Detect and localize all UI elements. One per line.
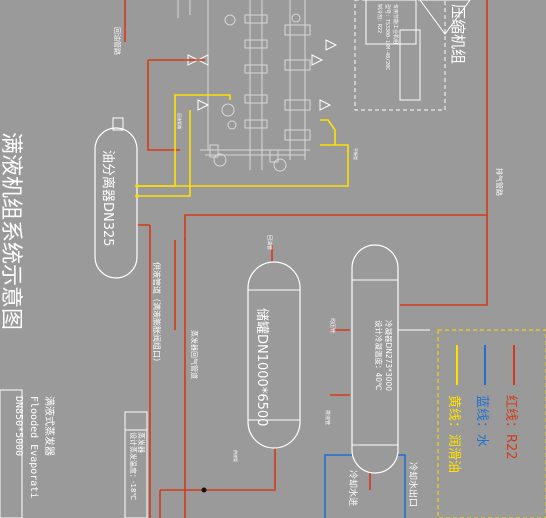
evaporator-box [124, 411, 148, 518]
compressor-frame [354, 0, 446, 111]
evaporator-box-label: 蒸发器 [137, 432, 146, 453]
compressor-label: 压缩机组 [449, 4, 467, 64]
pipe-label-liquid-supply: 供液管道（满液膨胀阀组口） [152, 262, 162, 366]
receiver: 储罐DN1000*6500 [247, 261, 301, 449]
legend-yellow-label: 黄线：润滑油 [446, 395, 461, 473]
legend: 红线：R22 蓝线：水 黄线：润滑油 [437, 329, 546, 518]
pipe-label-discharge: 排气管路 [495, 168, 504, 196]
oil-lines [137, 94, 349, 197]
pipe-label-cooling-out: 冷却水出口 [407, 462, 419, 507]
pipe-label-evap-return: 蒸发器回气管道 [190, 330, 199, 379]
refrigerant-lines [124, 0, 488, 518]
receiver-label: 储罐DN1000*6500 [254, 308, 269, 426]
legend-blue-label: 蓝线：水 [474, 395, 489, 447]
evaporator-name-en: Flooded Evaporati [28, 396, 39, 498]
oil-separator: 油分离器DN325 [94, 117, 138, 279]
diagram-title: 满液机组系统示意图 [0, 132, 23, 330]
pipe-label-small-a: 回油管路 [177, 113, 183, 129]
compressor-nameplate [365, 0, 417, 45]
evaporator-name-cn: 满液式蒸发器 [43, 396, 56, 456]
receiver-vessel [247, 261, 301, 449]
condenser-label: 冷凝器DN273*3000 [384, 320, 394, 391]
condenser-temp: 设计冷凝温度：40℃ [374, 320, 384, 390]
compressor-assembly [177, 0, 311, 172]
legend-frame [437, 329, 546, 518]
pipe-label-return-gas: 回油管路 [113, 27, 122, 55]
nameplate-line-2: 型号：TS3300-1XM-40/20C [384, 4, 391, 70]
pipe-label-cooling-in: 冷却水进 [347, 470, 359, 506]
legend-red-label: 红线：R22 [503, 395, 519, 460]
oil-separator-vessel [94, 127, 138, 279]
pipe-label-equalizer: 均压管 [329, 318, 336, 333]
condenser: 冷凝器DN273*3000 设计冷凝温度：40℃ [351, 244, 430, 474]
pipe-label-small-b: 平衡管 [353, 148, 359, 160]
junctions [135, 184, 207, 493]
evaporator: 蒸发器 设计蒸发温度：-18℃ 满液式蒸发器 Flooded Evaporati… [0, 389, 148, 518]
pipe-label-drain: 排液管 [324, 410, 331, 425]
compressor-unit: 专用节能工业机组 型号：TS3300-1XM-40/20C 制冷剂：R22 压缩… [354, 0, 471, 111]
condenser-vessel [351, 244, 399, 474]
evaporator-size: DN850*5000 [13, 396, 24, 456]
oil-separator-label: 油分离器DN325 [100, 150, 116, 247]
nameplate-line-3: 制冷剂：R22 [376, 4, 383, 33]
nameplate-line-1: 专用节能工业机组 [392, 4, 399, 44]
pipe-labels: 回油管路 排气管路 供液管道（满液膨胀阀组口） 蒸发器回气管道 均压管 回油管 … [113, 27, 504, 507]
pipe-label-oil-return: 回油管 [266, 235, 273, 250]
compressor-motor-box [399, 29, 421, 101]
compressor-symbol [419, 0, 471, 35]
evaporator-box-temp: 设计蒸发温度：-18℃ [129, 432, 138, 500]
pipe-label-small-c: 供液管 [233, 450, 239, 462]
